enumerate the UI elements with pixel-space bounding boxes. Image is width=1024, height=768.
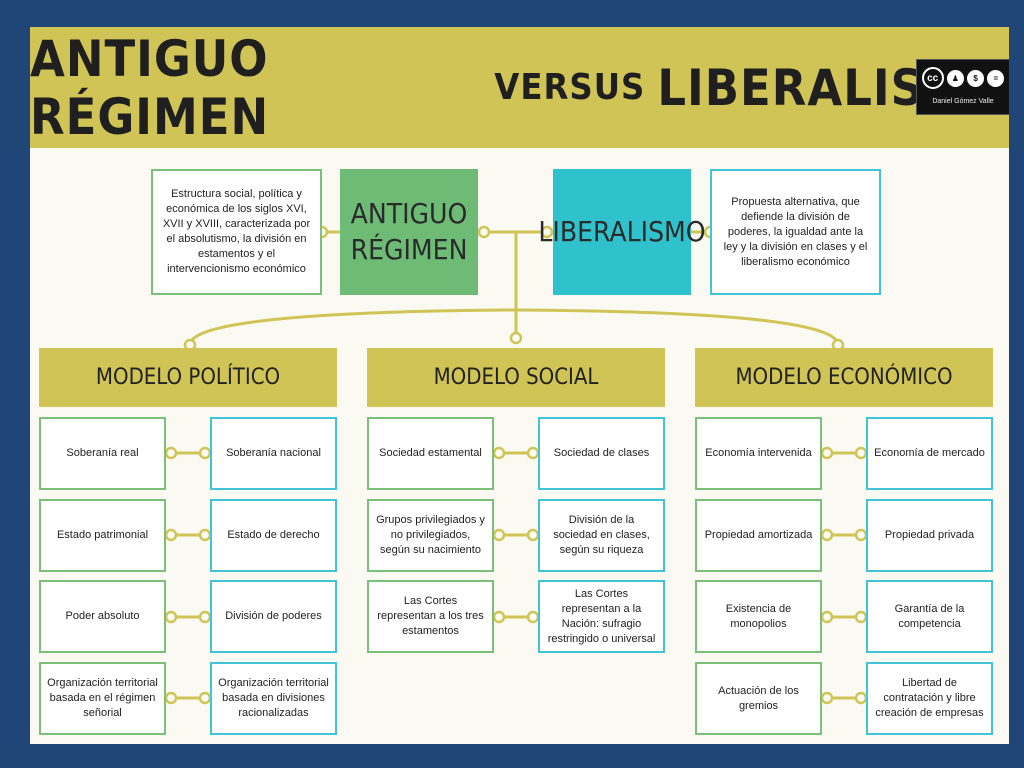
politico-antiguo-item: Poder absoluto <box>39 580 166 653</box>
economico-antiguo-item: Existencia de monopolios <box>695 580 822 653</box>
title-bar <box>30 27 1009 148</box>
row-connector-knob <box>526 446 540 460</box>
social-antiguo-item: Grupos privilegiados y no privilegiados,… <box>367 499 494 572</box>
social-antiguo-item: Sociedad estamental <box>367 417 494 490</box>
section-modelo-social: MODELO SOCIAL <box>367 348 665 407</box>
row-connector-knob <box>164 528 178 542</box>
antiguo-regimen-label-line1: ANTIGUO <box>350 197 468 230</box>
row-connector-knob <box>526 528 540 542</box>
row-connector-knob <box>198 446 212 460</box>
social-antiguo-item: Las Cortes representan a los tres estame… <box>367 580 494 653</box>
politico-liberal-item: Soberanía nacional <box>210 417 337 490</box>
connector-curve <box>188 308 840 346</box>
row-connector-knob <box>526 610 540 624</box>
connector-knob <box>509 331 523 345</box>
liberalismo-label: LIBERALISMO <box>538 215 706 248</box>
row-connector-knob <box>164 610 178 624</box>
row-connector-knob <box>854 528 868 542</box>
row-connector-knob <box>492 610 506 624</box>
row-connector-knob <box>198 528 212 542</box>
politico-antiguo-item: Soberanía real <box>39 417 166 490</box>
row-connector-knob <box>492 446 506 460</box>
row-connector-knob <box>854 610 868 624</box>
economico-antiguo-item: Economía intervenida <box>695 417 822 490</box>
politico-liberal-item: Organización territorial basada en divis… <box>210 662 337 735</box>
page-title: ANTIGUO RÉGIMEN VERSUS LIBERALISMO <box>30 27 1009 148</box>
row-connector-knob <box>164 446 178 460</box>
concept-map: ANTIGUO RÉGIMEN VERSUS LIBERALISMO cc ♟ … <box>30 27 1009 744</box>
row-connector-knob <box>198 691 212 705</box>
politico-liberal-item: Estado de derecho <box>210 499 337 572</box>
antiguo-regimen-label-line2: RÉGIMEN <box>350 233 468 266</box>
license-author: Daniel Gómez Valle <box>932 98 994 105</box>
social-liberal-item: División de la sociedad en clases, según… <box>538 499 665 572</box>
row-connector-knob <box>820 446 834 460</box>
section-modelo-politico: MODELO POLÍTICO <box>39 348 337 407</box>
economico-liberal-item: Economía de mercado <box>866 417 993 490</box>
economico-antiguo-item: Actuación de los gremios <box>695 662 822 735</box>
social-liberal-item: Las Cortes representan a la Nación: sufr… <box>538 580 665 653</box>
politico-liberal-item: División de poderes <box>210 580 337 653</box>
economico-liberal-item: Propiedad privada <box>866 499 993 572</box>
liberalismo-description: Propuesta alternativa, que defiende la d… <box>710 169 881 295</box>
row-connector-knob <box>164 691 178 705</box>
row-connector-knob <box>820 528 834 542</box>
economico-liberal-item: Libertad de contratación y libre creació… <box>866 662 993 735</box>
equals-icon: = <box>987 69 1005 87</box>
by-icon: ♟ <box>946 69 964 87</box>
row-connector-knob <box>854 691 868 705</box>
row-connector-knob <box>820 691 834 705</box>
connector-knob <box>540 225 554 239</box>
politico-antiguo-item: Organización territorial basada en el ré… <box>39 662 166 735</box>
title-antiguo-regimen: ANTIGUO RÉGIMEN <box>30 29 270 146</box>
cc-icon: cc <box>921 67 944 89</box>
row-connector-knob <box>854 446 868 460</box>
section-modelo-economico: MODELO ECONÓMICO <box>695 348 993 407</box>
politico-antiguo-item: Estado patrimonial <box>39 499 166 572</box>
economico-liberal-item: Garantía de la competencia <box>866 580 993 653</box>
economico-antiguo-item: Propiedad amortizada <box>695 499 822 572</box>
row-connector-knob <box>198 610 212 624</box>
antiguo-regimen-node: ANTIGUO RÉGIMEN <box>340 169 478 295</box>
dollar-icon: $ <box>967 69 985 87</box>
license-badge: cc ♟ $ = Daniel Gómez Valle <box>916 59 1009 115</box>
row-connector-knob <box>820 610 834 624</box>
social-liberal-item: Sociedad de clases <box>538 417 665 490</box>
liberalismo-node: LIBERALISMO <box>538 169 706 295</box>
connector-knob <box>477 225 491 239</box>
row-connector-knob <box>492 528 506 542</box>
title-versus: VERSUS <box>494 67 646 108</box>
antiguo-regimen-description: Estructura social, política y económica … <box>151 169 322 295</box>
